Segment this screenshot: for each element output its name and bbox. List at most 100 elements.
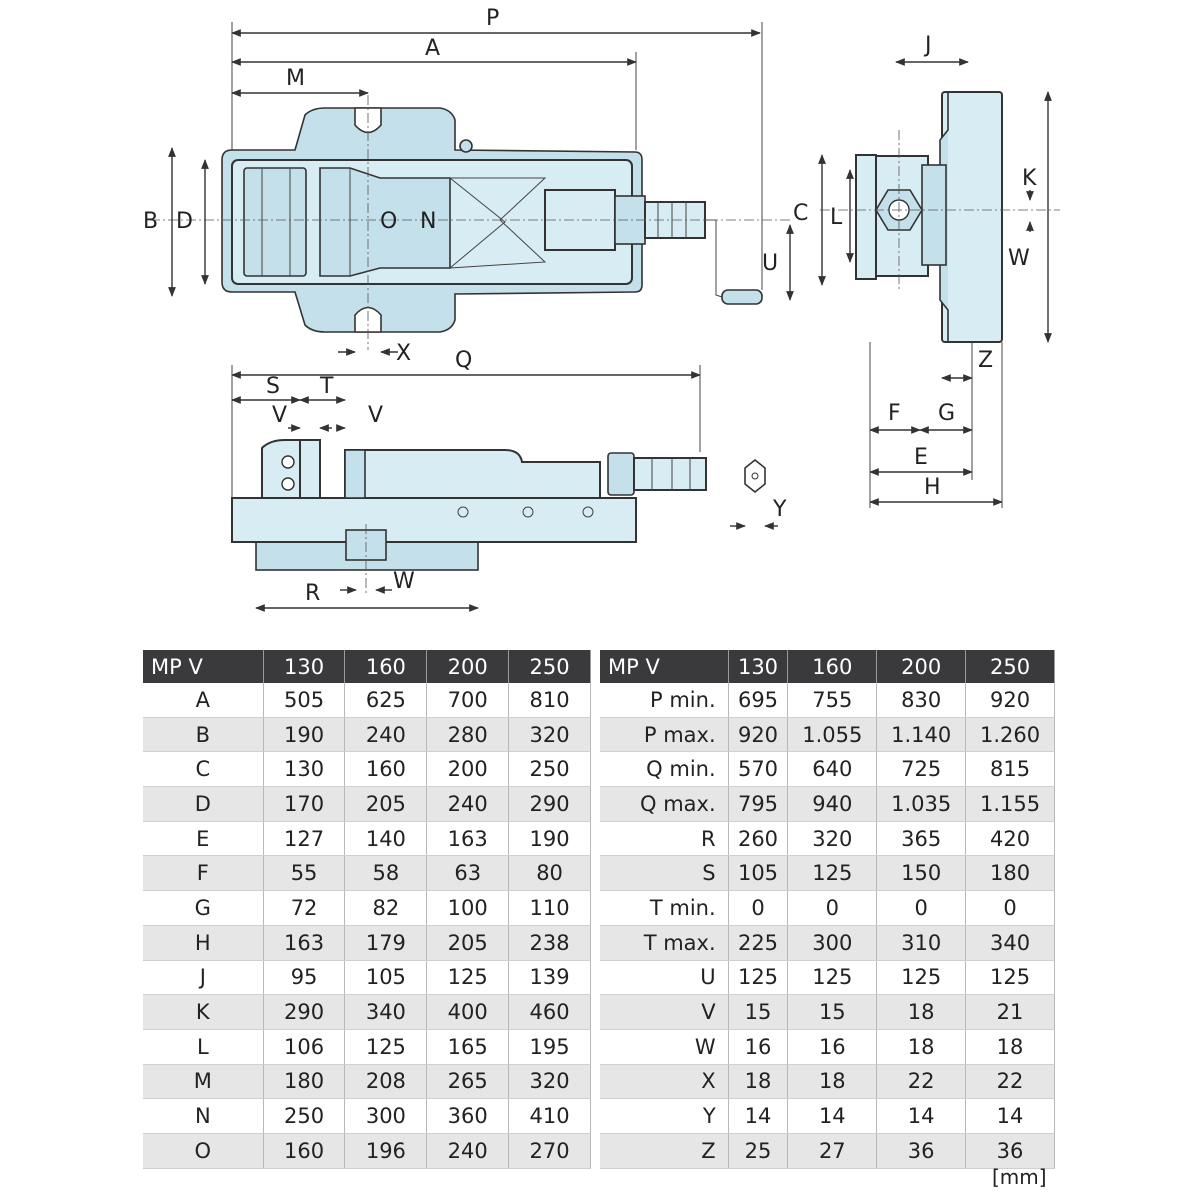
- label-V-left: V: [272, 403, 287, 428]
- row-value: 160: [344, 751, 428, 788]
- row-value: 160: [263, 1133, 346, 1169]
- row-value: 190: [508, 821, 591, 857]
- label-H: H: [924, 475, 941, 500]
- row-value: 920: [965, 683, 1055, 718]
- header-size: 130: [728, 650, 789, 683]
- row-value: 27: [787, 1133, 878, 1169]
- label-V-right: V: [368, 403, 383, 428]
- row-value: 240: [344, 717, 428, 753]
- row-dimension-label: B: [143, 717, 264, 753]
- row-value: 238: [508, 925, 591, 961]
- row-dimension-label: A: [143, 683, 264, 718]
- header-size: 200: [426, 650, 510, 683]
- row-value: 225: [728, 925, 789, 961]
- row-value: 270: [508, 1133, 591, 1169]
- row-value: 400: [426, 994, 510, 1030]
- row-dimension-label: N: [143, 1098, 264, 1134]
- row-dimension-label: C: [143, 751, 264, 788]
- label-W-front: W: [393, 569, 415, 594]
- row-dimension-label: O: [143, 1133, 264, 1169]
- row-value: 196: [344, 1133, 428, 1169]
- row-value: 1.035: [876, 786, 967, 822]
- row-dimension-label: Y: [600, 1098, 729, 1134]
- row-dimension-label: Z: [600, 1133, 729, 1169]
- row-value: 125: [787, 960, 878, 996]
- row-value: 0: [965, 890, 1055, 926]
- row-value: 18: [728, 1064, 789, 1100]
- row-value: 165: [426, 1029, 510, 1065]
- row-value: 22: [876, 1064, 967, 1100]
- row-value: 110: [508, 890, 591, 926]
- label-X: X: [396, 341, 411, 366]
- row-value: 265: [426, 1064, 510, 1100]
- label-Z: Z: [978, 348, 993, 373]
- row-value: 920: [728, 717, 789, 753]
- front-view: [231, 439, 766, 596]
- row-dimension-label: V: [600, 994, 729, 1030]
- row-value: 15: [787, 994, 878, 1030]
- label-P: P: [486, 6, 499, 31]
- dimension-lines: [168, 22, 1052, 612]
- row-value: 208: [344, 1064, 428, 1100]
- label-Q: Q: [455, 348, 472, 373]
- row-value: 240: [426, 1133, 510, 1169]
- header-model: MP V: [600, 650, 729, 683]
- row-value: 16: [728, 1029, 789, 1065]
- row-value: 0: [787, 890, 878, 926]
- label-Y: Y: [772, 497, 787, 522]
- label-D: D: [176, 209, 193, 234]
- row-dimension-label: R: [600, 821, 729, 857]
- row-value: 300: [787, 925, 878, 961]
- row-value: 105: [728, 855, 789, 892]
- label-L: L: [830, 205, 843, 230]
- label-E: E: [914, 445, 928, 470]
- header-size: 160: [787, 650, 878, 683]
- dimension-labels: P A M J B D O N C L U K W X Q S T V V Z …: [143, 6, 1037, 606]
- row-value: 125: [344, 1029, 428, 1065]
- row-value: 310: [876, 925, 967, 961]
- row-value: 130: [263, 751, 346, 788]
- row-value: 695: [728, 683, 789, 718]
- label-W-end: W: [1008, 246, 1030, 271]
- row-value: 125: [965, 960, 1055, 996]
- row-value: 82: [344, 890, 428, 926]
- row-dimension-label: J: [143, 960, 264, 996]
- row-dimension-label: P min.: [600, 683, 729, 718]
- row-value: 163: [426, 821, 510, 857]
- row-value: 180: [263, 1064, 346, 1100]
- row-value: 280: [426, 717, 510, 753]
- vise-technical-drawing: P A M J B D O N C L U K W X Q S T V V Z …: [143, 6, 1060, 612]
- row-dimension-label: M: [143, 1064, 264, 1100]
- row-value: 105: [344, 960, 428, 996]
- row-value: 95: [263, 960, 346, 996]
- label-B: B: [143, 209, 158, 234]
- row-value: 14: [965, 1098, 1055, 1134]
- label-C: C: [793, 201, 808, 226]
- row-value: 625: [344, 683, 428, 718]
- label-K: K: [1022, 166, 1037, 191]
- row-value: 179: [344, 925, 428, 961]
- row-value: 250: [263, 1098, 346, 1134]
- label-G: G: [938, 401, 955, 426]
- row-dimension-label: T min.: [600, 890, 729, 926]
- row-value: 320: [508, 1064, 591, 1100]
- row-dimension-label: S: [600, 855, 729, 892]
- label-R: R: [305, 581, 320, 606]
- row-dimension-label: T max.: [600, 925, 729, 961]
- row-value: 140: [344, 821, 428, 857]
- row-value: 725: [876, 751, 967, 788]
- row-value: 14: [787, 1098, 878, 1134]
- row-value: 815: [965, 751, 1055, 788]
